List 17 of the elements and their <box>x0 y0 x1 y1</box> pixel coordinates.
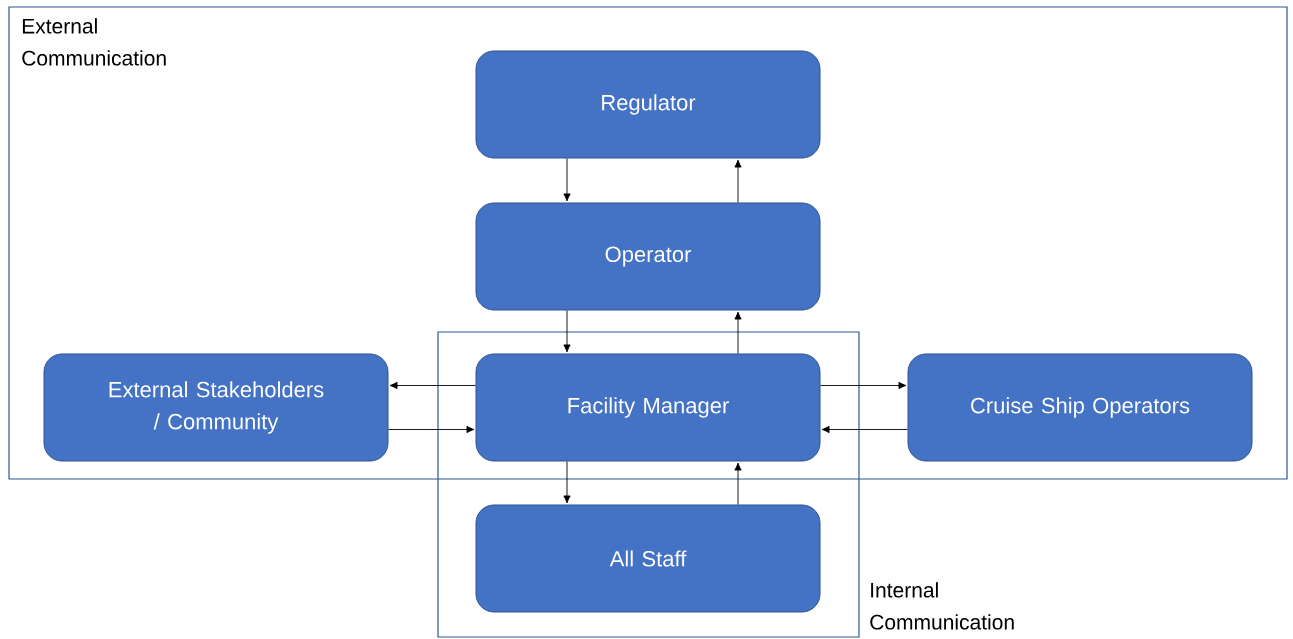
arrow <box>734 462 742 505</box>
process-box: External Stakeholders / Community <box>43 353 389 462</box>
arrow <box>734 159 742 203</box>
process-box: Facility Manager <box>475 353 821 462</box>
node-label: Internal Communication <box>870 582 1014 630</box>
arrow <box>821 425 908 434</box>
process-box: Cruise Ship Operators <box>907 353 1253 462</box>
arrow <box>389 381 476 390</box>
arrow <box>734 311 742 354</box>
arrow <box>820 381 907 390</box>
arrow <box>563 158 571 202</box>
arrow <box>388 425 475 434</box>
process-box: Operator <box>475 202 821 311</box>
process-box: All Staff <box>475 504 821 613</box>
arrow <box>563 461 571 504</box>
process-box: Regulator <box>475 50 821 159</box>
arrow <box>563 310 571 353</box>
